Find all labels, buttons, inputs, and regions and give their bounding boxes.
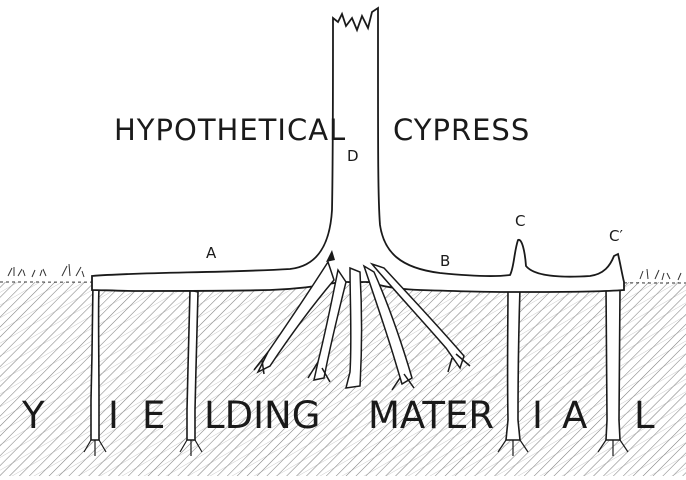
label-trunk: D <box>347 147 359 165</box>
soil-letter-e: E <box>142 394 165 437</box>
soil-letter-a: A <box>562 394 587 437</box>
soil-letter-l: L <box>634 394 655 437</box>
soil-word-mater: MATER <box>368 394 494 437</box>
soil-letter-y: Y <box>22 394 45 437</box>
label-root-a: A <box>206 244 216 262</box>
title-left: HYPOTHETICAL <box>114 113 346 147</box>
label-knee-c-prime: C′ <box>609 227 623 245</box>
soil-letter-i1: I <box>108 394 119 437</box>
title-right: CYPRESS <box>393 113 530 147</box>
label-root-b: B <box>440 252 450 270</box>
label-knee-c: C <box>515 212 525 230</box>
soil-letter-i2: I <box>532 394 543 437</box>
soil-word-lding: LDING <box>204 394 320 437</box>
